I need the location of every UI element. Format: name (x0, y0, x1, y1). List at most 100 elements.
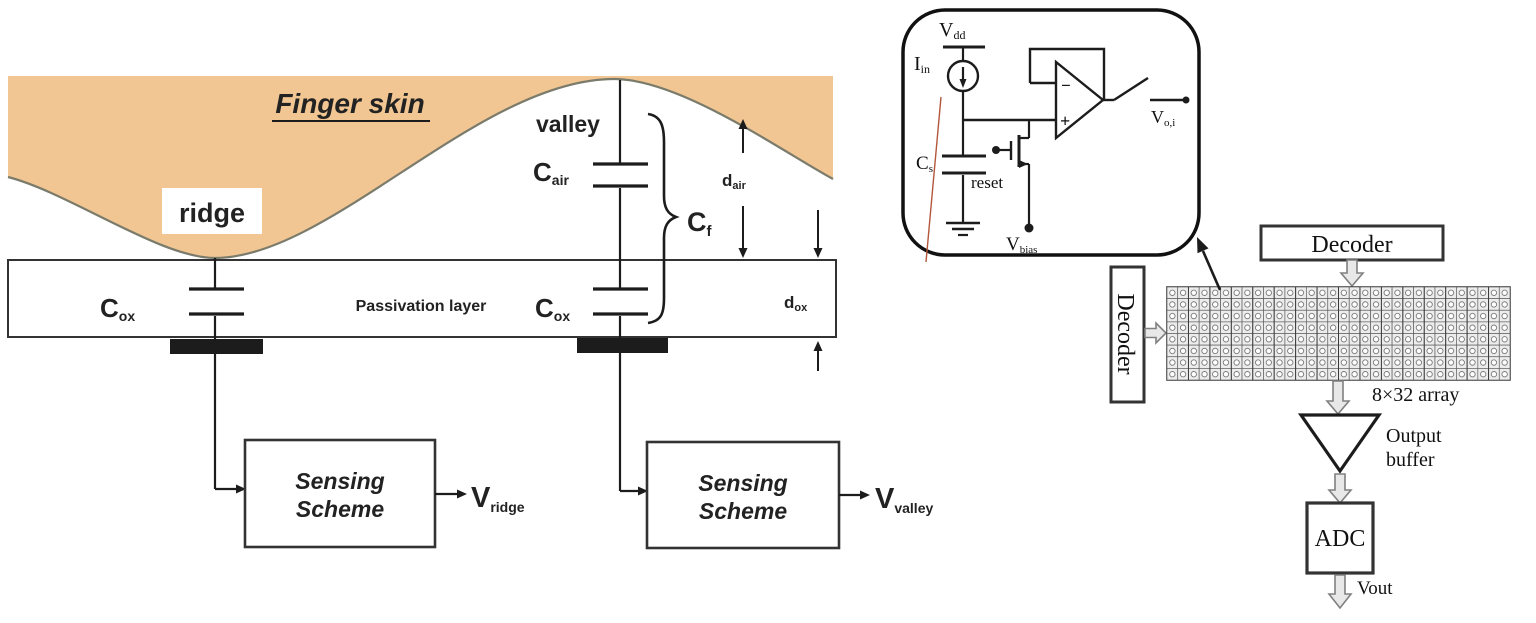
array-cell-contact (1308, 312, 1315, 320)
array-cell-contact (1501, 359, 1508, 366)
array-cell-contact (1362, 359, 1369, 366)
array-cell-contact (1169, 312, 1176, 320)
array-cell-contact (1501, 312, 1508, 320)
dair-dimension: dair (722, 119, 748, 258)
flow-arrow-buffer-out-icon (1327, 473, 1353, 505)
row-decoder-label: Decoder (1112, 293, 1138, 374)
array-cell-contact (1244, 289, 1251, 296)
array-cell-contact (1244, 312, 1251, 320)
array-cell-contact (1222, 301, 1230, 308)
pixel-circuit-frame (901, 8, 1201, 257)
array-cell-contact (1458, 336, 1465, 343)
array-cell-contact (1254, 312, 1262, 320)
array-cell-contact (1469, 336, 1476, 343)
column-decoder-label: Decoder (1311, 232, 1392, 258)
array-cell-contact (1415, 312, 1423, 320)
array-cell-contact (1469, 347, 1476, 355)
array-cell-contact (1329, 324, 1337, 331)
array-cell-contact (1426, 371, 1433, 378)
array-cell-contact (1190, 324, 1197, 331)
array-cell-contact (1351, 289, 1358, 296)
array-cell-contact (1329, 336, 1337, 343)
sensing-scheme-ridge: Sensing Scheme Vridge (243, 438, 525, 549)
array-cell-contact (1276, 289, 1283, 296)
array-cell-contact (1480, 371, 1487, 378)
array-cell-contact (1437, 336, 1444, 343)
array-cell-contact (1190, 289, 1197, 296)
array-cell-contact (1362, 301, 1369, 308)
array-cell-contact (1169, 301, 1176, 308)
array-cell-contact (1244, 359, 1251, 366)
array-cell-contact (1329, 289, 1337, 296)
array-cell-contact (1201, 324, 1208, 331)
array-cell-contact (1362, 371, 1369, 378)
array-cell-contact (1415, 347, 1423, 355)
array-cell-contact (1233, 336, 1240, 343)
array-cell-contact (1362, 336, 1369, 343)
array-cell-contact (1383, 289, 1390, 296)
array-cell-contact (1287, 324, 1294, 331)
array-cell-contact (1222, 289, 1230, 296)
cs-capacitor: Cs (916, 153, 986, 237)
array-cell-contact (1372, 371, 1380, 378)
array-cell-contact (1179, 336, 1187, 343)
array-cell-contact (1426, 347, 1433, 355)
array-cell-contact (1437, 347, 1444, 355)
array-cell-contact (1276, 312, 1283, 320)
array-cell-contact (1329, 371, 1337, 378)
array-cell-contact (1469, 359, 1476, 366)
array-cell-contact (1222, 359, 1230, 366)
array-cell-contact (1265, 336, 1272, 343)
array-cell-contact (1212, 359, 1219, 366)
array-cell-contact (1212, 336, 1219, 343)
array-cell-contact (1212, 347, 1219, 355)
array-cell-contact (1308, 371, 1315, 378)
array-cell-contact (1490, 289, 1498, 296)
cf-label: Cf (687, 207, 713, 240)
array-cell-contact (1383, 336, 1390, 343)
array-cell-contact (1169, 371, 1176, 378)
array-cell-contact (1490, 301, 1498, 308)
array-cell-contact (1415, 336, 1423, 343)
array-cell-contact (1480, 324, 1487, 331)
array-cell-contact (1351, 312, 1358, 320)
array-cell-contact (1233, 347, 1240, 355)
fingerprint-sensing-diagram: Finger skin ridge valley Passivation lay… (7, 76, 933, 550)
array-cell-contact (1458, 301, 1465, 308)
array-cell-contact (1212, 301, 1219, 308)
callout-arrowhead (1197, 237, 1209, 254)
array-cell-contact (1329, 312, 1337, 320)
array-cell-contact (1501, 371, 1508, 378)
array-cell-contact (1415, 359, 1423, 366)
array-cell-contact (1340, 289, 1348, 296)
array-cell-contact (1319, 347, 1326, 355)
chip-architecture: Decoder Decoder 8×32 array Output buffer… (1109, 224, 1511, 610)
array-cell-contact (1351, 359, 1358, 366)
array-cell-contact (1372, 347, 1380, 355)
array-cell-contact (1201, 347, 1208, 355)
array-cell-contact (1254, 359, 1262, 366)
array-cell-contact (1383, 312, 1390, 320)
svg-text:Scheme: Scheme (296, 496, 384, 522)
array-cell-contact (1458, 312, 1465, 320)
array-cell-contact (1394, 312, 1401, 320)
flow-arrow-adc-out-icon (1327, 574, 1353, 610)
array-cell-contact (1490, 336, 1498, 343)
sensing-scheme-valley: Sensing Scheme Vvalley (645, 440, 933, 550)
adc-box (1305, 501, 1375, 575)
array-cell-contact (1244, 324, 1251, 331)
array-cell-contact (1201, 289, 1208, 296)
array-cell-contact (1244, 347, 1251, 355)
array-cell-contact (1276, 324, 1283, 331)
array-cell-contact (1426, 301, 1433, 308)
column-decoder-box (1259, 224, 1445, 262)
pixel-array (1166, 286, 1511, 381)
array-cell-contact (1362, 289, 1369, 296)
array-cell-contact (1190, 312, 1197, 320)
array-cell-contact (1265, 371, 1272, 378)
array-cell-contact (1490, 312, 1498, 320)
array-cell-contact (1394, 289, 1401, 296)
array-cell-contact (1319, 359, 1326, 366)
array-cell-contact (1254, 336, 1262, 343)
